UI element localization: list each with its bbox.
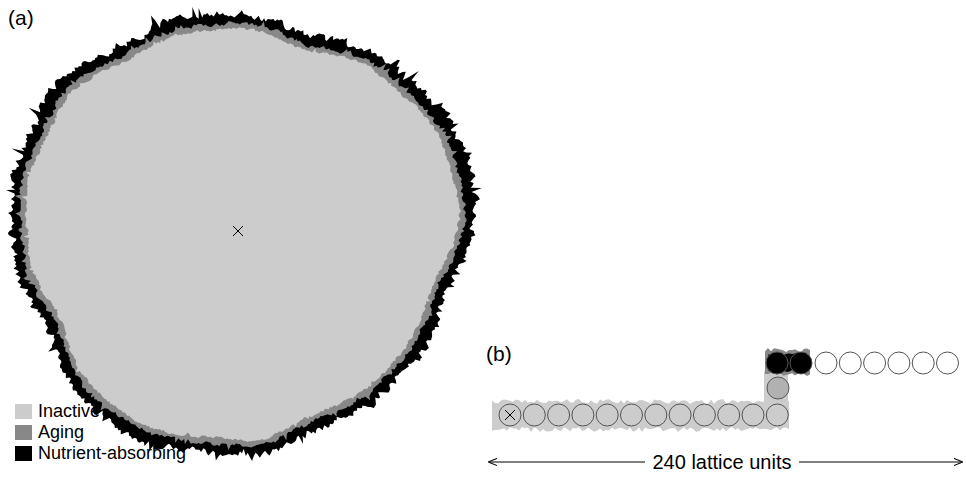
legend-text: Aging [38, 423, 84, 443]
lattice-site [864, 352, 886, 374]
dimension-label: 240 lattice units [645, 451, 800, 473]
lattice-site [621, 404, 643, 426]
colony-patch [492, 399, 789, 432]
colony-a [6, 7, 482, 461]
lattice-site [888, 352, 910, 374]
lattice-site [766, 404, 788, 426]
cross-mark [505, 410, 515, 420]
legend-swatch [15, 446, 32, 461]
colony-layer [21, 27, 460, 442]
legend-swatch [15, 425, 32, 440]
lattice-site [912, 352, 934, 374]
lattice-site [669, 404, 691, 426]
cross-mark [233, 226, 243, 236]
lattice-site [645, 404, 667, 426]
lattice-site [839, 352, 861, 374]
lattice-site [499, 404, 521, 426]
origin-mark [233, 226, 515, 420]
lattice-site [815, 352, 837, 374]
lattice-site [937, 352, 959, 374]
legend-text: Nutrient-absorbing [38, 444, 186, 464]
colony-layer [6, 7, 482, 461]
colony-layer [15, 21, 467, 450]
lattice-site [767, 377, 789, 399]
legend-swatch [15, 404, 32, 419]
lattice-site [572, 404, 594, 426]
legend-text: Inactive [38, 402, 100, 422]
panel-label: (a) [8, 6, 34, 29]
lattice-site [596, 404, 618, 426]
lattice-site [693, 404, 715, 426]
lattice-site [548, 404, 570, 426]
lattice-site [766, 352, 788, 374]
colony-b [492, 348, 810, 432]
lattice-site [718, 404, 740, 426]
panel-label: (b) [486, 342, 512, 365]
lattice-site [790, 352, 812, 374]
lattice-site [523, 404, 545, 426]
lattice-site [742, 404, 764, 426]
site-circles [499, 352, 959, 426]
